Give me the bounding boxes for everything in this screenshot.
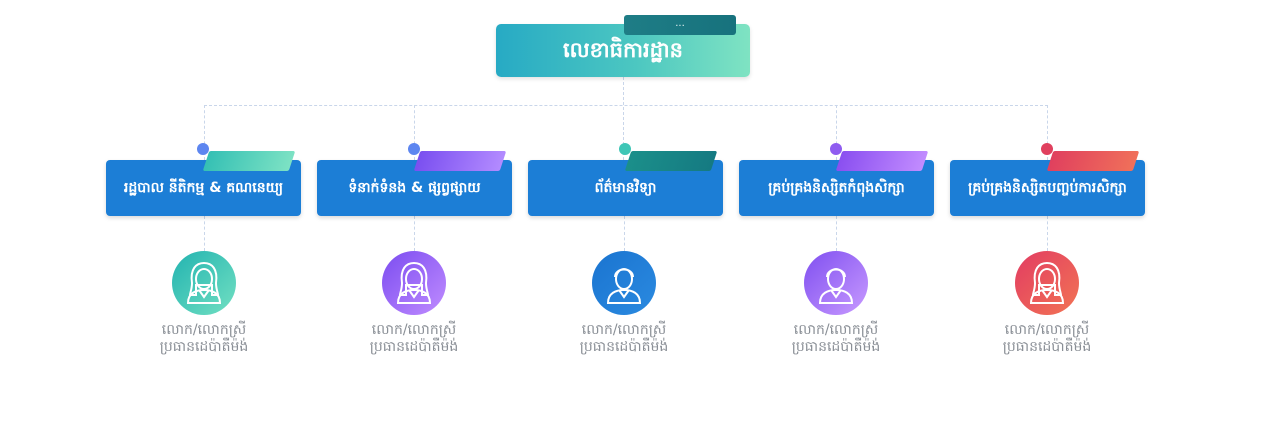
dept-node-current-students[interactable]: គ្រប់គ្រងនិស្សិតកំពុងសិក្សា xyxy=(739,143,934,216)
person-connector-1 xyxy=(204,216,205,251)
person-title: លោក/លោកស្រី xyxy=(371,322,457,338)
dept-tab xyxy=(624,151,718,171)
root-node[interactable]: លេខាធិការដ្ឋាន ... xyxy=(496,15,750,77)
dept-connector-1 xyxy=(204,105,205,160)
avatar-female-icon xyxy=(172,251,236,315)
person-title: លោក/លោកស្រី xyxy=(581,322,667,338)
dept-tab xyxy=(202,151,296,171)
person-role: ប្រធានដេប៉ាតឺម៉ង់ xyxy=(159,339,249,355)
avatar-female-icon xyxy=(382,251,446,315)
person-title: លោក/លោកស្រី xyxy=(161,322,247,338)
dept-connector-5 xyxy=(1047,105,1048,160)
dept-node-admin[interactable]: រដ្ឋបាល នីតិកម្ម & គណនេយ្យ xyxy=(106,143,301,216)
person-role: ប្រធានដេប៉ាតឺម៉ង់ xyxy=(1002,339,1092,355)
dept-tab xyxy=(835,151,929,171)
person-connector-4 xyxy=(836,216,837,251)
person-role: ប្រធានដេប៉ាតឺម៉ង់ xyxy=(369,339,459,355)
dept-connector-2 xyxy=(414,105,415,160)
dept-dot xyxy=(830,143,842,155)
root-connector xyxy=(623,77,624,160)
person-card-5: លោក/លោកស្រី ប្រធានដេប៉ាតឺម៉ង់ xyxy=(982,251,1112,356)
dept-node-it[interactable]: ព័ត៌មានវិទ្យា xyxy=(528,143,723,216)
dept-dot xyxy=(1041,143,1053,155)
person-role: ប្រធានដេប៉ាតឺម៉ង់ xyxy=(791,339,881,355)
person-card-4: លោក/លោកស្រី ប្រធានដេប៉ាតឺម៉ង់ xyxy=(771,251,901,356)
person-role: ប្រធានដេប៉ាតឺម៉ង់ xyxy=(579,339,669,355)
person-card-2: លោក/លោកស្រី ប្រធានដេប៉ាតឺម៉ង់ xyxy=(349,251,479,356)
avatar-female-icon xyxy=(1015,251,1079,315)
dept-dot xyxy=(619,143,631,155)
dept-node-communication[interactable]: ទំនាក់ទំនង & ផ្សព្វផ្សាយ xyxy=(317,143,512,216)
dept-dot xyxy=(197,143,209,155)
avatar-male-icon xyxy=(592,251,656,315)
person-title: លោក/លោកស្រី xyxy=(1004,322,1090,338)
dept-connector-4 xyxy=(836,105,837,160)
dept-tab xyxy=(413,151,507,171)
person-card-3: លោក/លោកស្រី ប្រធានដេប៉ាតឺម៉ង់ xyxy=(559,251,689,356)
person-connector-2 xyxy=(414,216,415,251)
person-card-1: លោក/លោកស្រី ប្រធានដេប៉ាតឺម៉ង់ xyxy=(139,251,269,356)
dept-dot xyxy=(408,143,420,155)
person-title: លោក/លោកស្រី xyxy=(793,322,879,338)
dept-node-graduates[interactable]: គ្រប់គ្រងនិស្សិតបញ្ចប់ការសិក្សា xyxy=(950,143,1145,216)
person-connector-5 xyxy=(1047,216,1048,251)
avatar-male-icon xyxy=(804,251,868,315)
branch-connector xyxy=(204,105,1048,106)
dept-tab xyxy=(1046,151,1140,171)
root-tab-label: ... xyxy=(624,15,736,35)
person-connector-3 xyxy=(624,216,625,251)
